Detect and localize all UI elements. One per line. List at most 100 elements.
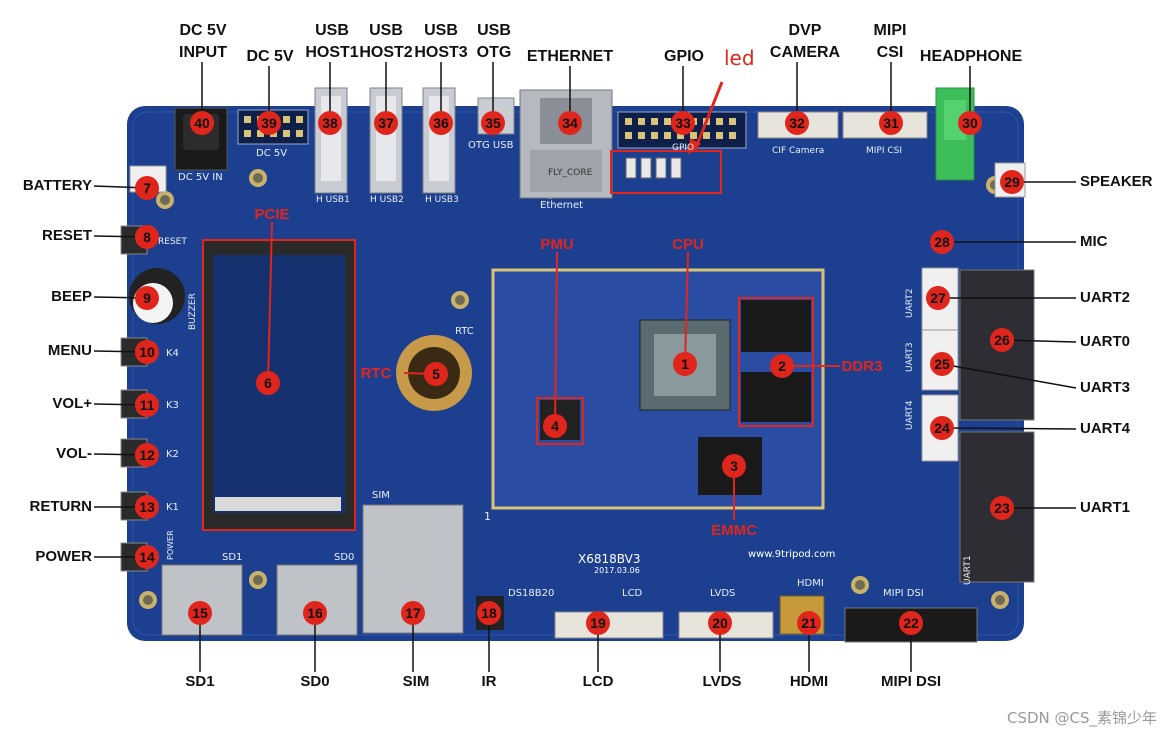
callout-badge-number-16: 16 — [307, 605, 323, 621]
callout-label-26: UART0 — [1080, 333, 1131, 350]
mounting-hole-center — [455, 295, 465, 305]
callout-badge-number-11: 11 — [140, 397, 155, 413]
board-model-label: X6818BV3 — [578, 552, 641, 566]
header-pin — [244, 116, 251, 123]
callout-label-36: USB HOST3 — [414, 22, 468, 61]
callout-badge-30 — [958, 111, 982, 135]
led-annotation-label: led — [724, 46, 755, 70]
silkscreen-k1: K1 — [166, 502, 179, 513]
mounting-hole-center — [253, 173, 263, 183]
callout-badge-number-32: 32 — [789, 115, 805, 131]
callout-badge-number-7: 7 — [143, 180, 151, 196]
led-highlight-box — [610, 150, 722, 194]
callout-badge-2 — [770, 354, 794, 378]
header-pin — [664, 118, 671, 125]
silkscreen-rtc: RTC — [455, 326, 474, 337]
silkscreen-sd1: SD1 — [222, 552, 243, 563]
callout-badge-31 — [879, 111, 903, 135]
callout-badge-number-33: 33 — [675, 115, 691, 131]
silkscreen-husb3: H USB3 — [425, 195, 459, 205]
board-website: www.9tripod.com — [748, 549, 836, 560]
callout-badge-14 — [135, 545, 159, 569]
callout-badge-number-20: 20 — [712, 615, 728, 631]
header-pin — [677, 132, 684, 139]
silkscreen-sim: SIM — [372, 490, 390, 501]
silkscreen-husb1: H USB1 — [316, 195, 350, 205]
callout-badge-18 — [477, 601, 501, 625]
header-pin — [244, 130, 251, 137]
callout-badge-34 — [558, 111, 582, 135]
callout-badge-7 — [135, 176, 159, 200]
silkscreen-reset: RESET — [158, 237, 187, 247]
silkscreen-lvds: LVDS — [710, 588, 736, 599]
callout-badge-number-10: 10 — [139, 344, 155, 360]
callout-badge-4 — [543, 414, 567, 438]
callout-label-7: BATTERY — [22, 177, 92, 194]
header-pin — [651, 132, 658, 139]
silkscreen-dc5v-in: DC 5V IN — [178, 172, 223, 183]
callout-badge-number-35: 35 — [485, 115, 501, 131]
header-pin — [283, 130, 290, 137]
callout-badge-10 — [135, 340, 159, 364]
silkscreen-lcd: LCD — [622, 588, 643, 599]
callout-badge-number-17: 17 — [405, 605, 421, 621]
callout-badge-24 — [930, 416, 954, 440]
callout-label-32: DVP CAMERA — [769, 22, 841, 61]
inner-leader-6 — [267, 221, 273, 384]
led — [625, 157, 637, 179]
callout-label-5: RTC — [360, 365, 392, 382]
callout-badge-number-26: 26 — [994, 332, 1010, 348]
callout-badge-39 — [257, 111, 281, 135]
callout-badge-3 — [722, 454, 746, 478]
callout-label-24: UART4 — [1080, 420, 1131, 437]
callout-label-8: RESET — [41, 227, 92, 244]
header-pin — [283, 116, 290, 123]
callout-badge-number-23: 23 — [994, 500, 1010, 516]
callout-label-1: CPU — [672, 236, 704, 253]
callout-badge-number-21: 21 — [801, 615, 817, 631]
callout-badge-number-40: 40 — [194, 115, 210, 131]
callout-leader-24 — [941, 427, 1077, 430]
callout-label-29: SPEAKER — [1080, 173, 1153, 190]
silkscreen-husb2: H USB2 — [370, 195, 404, 205]
header-pin — [716, 132, 723, 139]
header-pin — [638, 118, 645, 125]
callout-badge-number-38: 38 — [322, 115, 338, 131]
callout-label-30: HEADPHONE — [919, 48, 1023, 65]
mounting-hole-center — [143, 595, 153, 605]
silkscreen-hdmi: HDMI — [797, 578, 824, 589]
header-pin — [296, 130, 303, 137]
callout-badge-number-4: 4 — [551, 418, 559, 434]
callout-badge-26 — [990, 328, 1014, 352]
callout-badge-number-13: 13 — [139, 499, 155, 515]
callout-badge-22 — [899, 611, 923, 635]
callout-label-17: SIM — [402, 673, 430, 690]
callout-badge-number-5: 5 — [432, 366, 440, 382]
callout-label-28: MIC — [1080, 233, 1108, 250]
header-pin — [638, 132, 645, 139]
callout-label-20: LVDS — [702, 673, 742, 690]
callout-label-23: UART1 — [1080, 499, 1131, 516]
callout-badge-20 — [708, 611, 732, 635]
callout-badge-25 — [930, 352, 954, 376]
callout-label-4: PMU — [540, 236, 574, 253]
callout-leader-26 — [1001, 339, 1077, 343]
mounting-hole-center — [855, 580, 865, 590]
callout-badge-number-27: 27 — [930, 290, 946, 306]
callout-badge-number-36: 36 — [433, 115, 449, 131]
callout-badge-number-19: 19 — [590, 615, 606, 631]
led-arrow — [693, 81, 724, 151]
callout-badge-23 — [990, 496, 1014, 520]
silkscreen-mipi-csi: MIPI CSI — [866, 146, 903, 156]
pcie-highlight-box — [202, 239, 356, 531]
callout-badge-9 — [135, 286, 159, 310]
ddr3-chip-2 — [741, 372, 811, 422]
led — [670, 157, 682, 179]
ddr3-highlight-box — [738, 297, 814, 427]
silkscreen-sd0: SD0 — [334, 552, 355, 563]
led — [655, 157, 667, 179]
callout-badge-number-12: 12 — [139, 447, 155, 463]
silkscreen-uart1: UART1 — [963, 555, 973, 585]
callout-badge-number-29: 29 — [1004, 174, 1020, 190]
